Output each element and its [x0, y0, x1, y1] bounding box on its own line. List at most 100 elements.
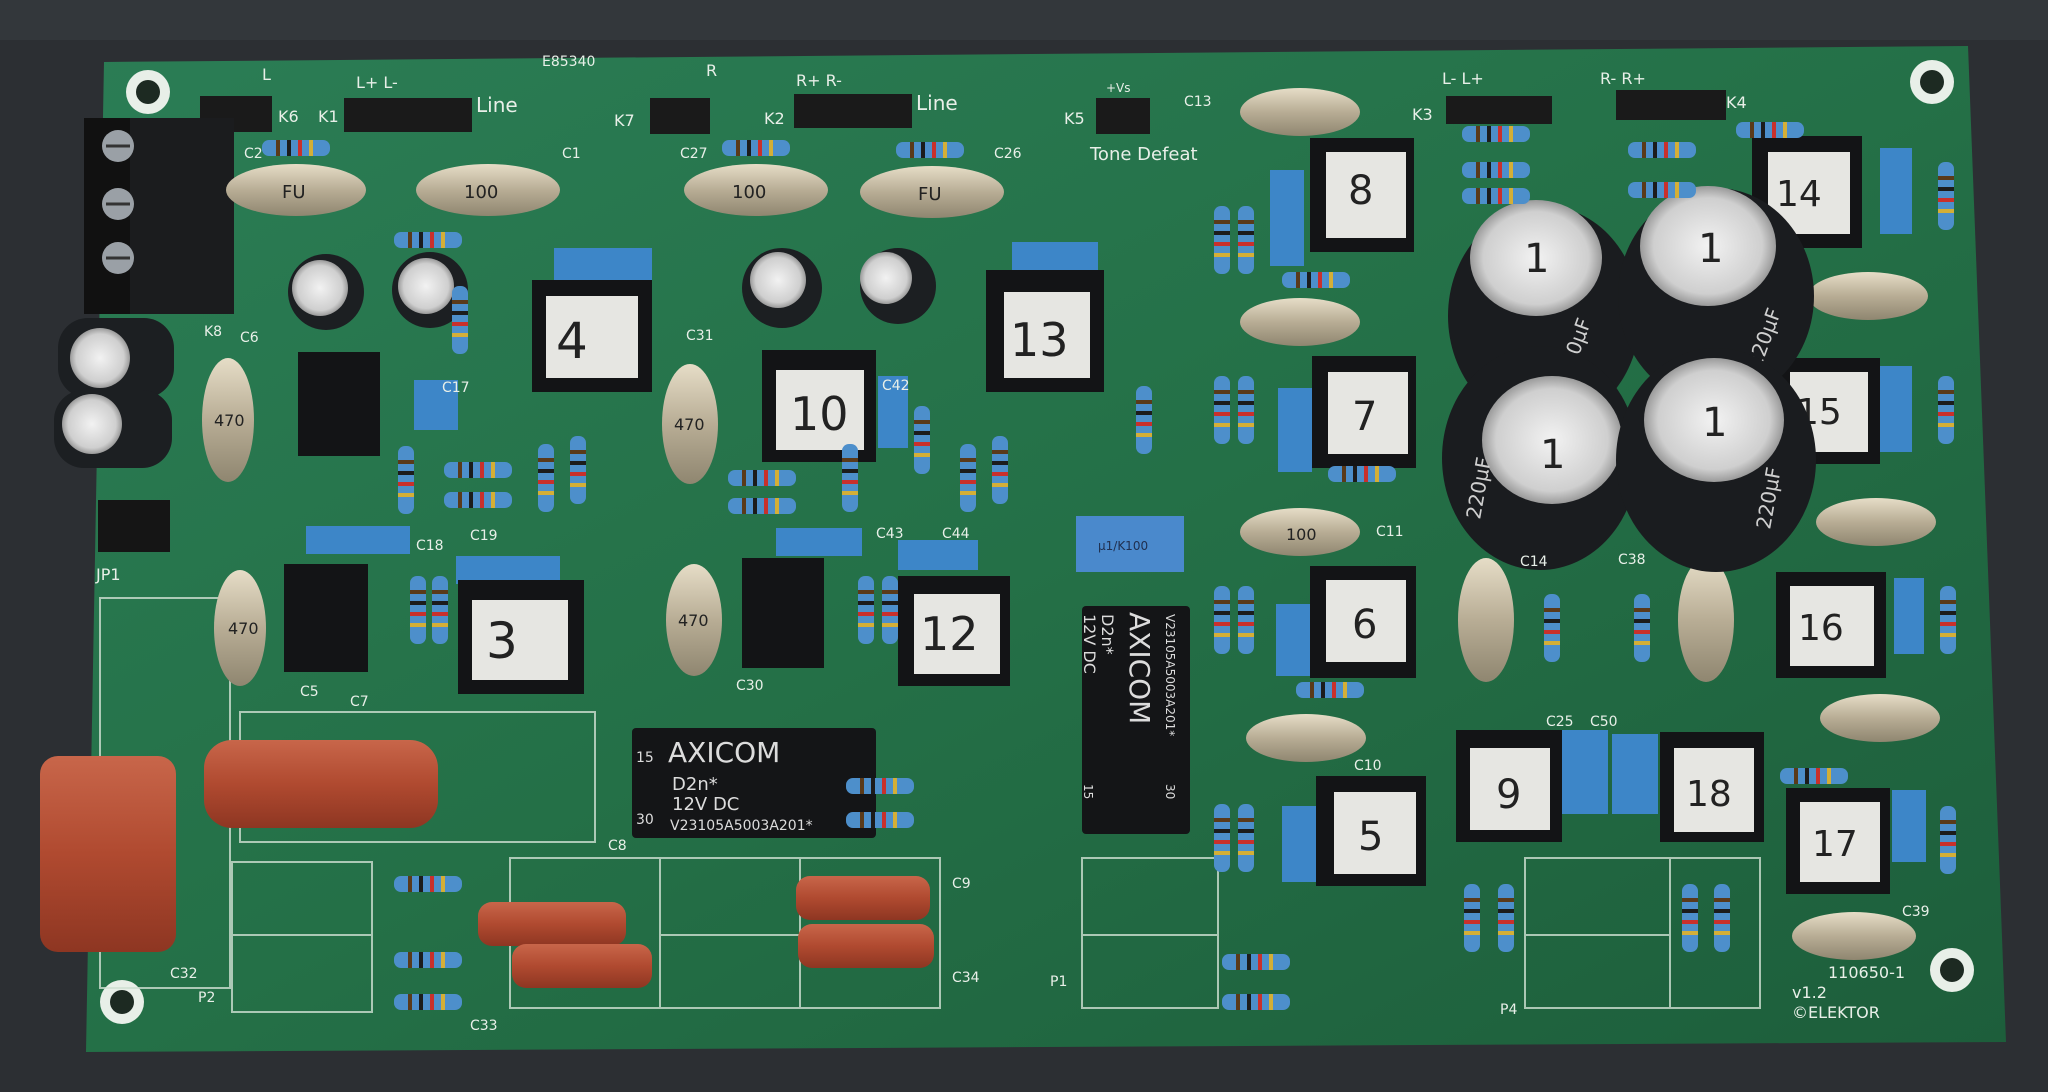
- resistor-band: [298, 140, 302, 156]
- connector-k4[interactable]: K4 R- R+: [1600, 69, 1747, 120]
- connector-k5[interactable]: K5 +Vs Tone Defeat: [1064, 81, 1198, 165]
- svg-text:C38: C38: [1618, 552, 1646, 568]
- resistor: [432, 576, 448, 644]
- resistor-band: [1805, 768, 1809, 784]
- film-capacitor: [1240, 88, 1360, 136]
- resistor-band: [491, 492, 495, 508]
- ic-chip: 6: [1310, 566, 1416, 678]
- resistor-band: [1498, 162, 1502, 178]
- svg-text:R+ R-: R+ R-: [796, 71, 842, 90]
- film-capacitor: [1792, 912, 1916, 960]
- resistor-band: [1136, 400, 1152, 404]
- svg-text:14: 14: [1776, 174, 1822, 215]
- resistor: [1498, 884, 1514, 952]
- resistor: [444, 492, 512, 508]
- film-capacitor: 470: [214, 570, 266, 686]
- film-capacitor: 470: [202, 358, 254, 482]
- svg-text:470: 470: [678, 611, 709, 630]
- resistor-band: [1476, 126, 1480, 142]
- resistor-band: [1318, 272, 1322, 288]
- svg-text:K8: K8: [204, 324, 222, 340]
- polyester-capacitor: [512, 944, 652, 988]
- resistor-band: [408, 952, 412, 968]
- resistor-band: [910, 142, 914, 158]
- resistor-band: [1353, 466, 1357, 482]
- resistor: [960, 444, 976, 512]
- svg-text:R- R+: R- R+: [1600, 69, 1646, 88]
- resistor-band: [1269, 994, 1273, 1010]
- resistor-band: [1940, 600, 1956, 604]
- resistor-band: [1940, 842, 1956, 846]
- resistor-band: [871, 778, 875, 794]
- svg-text:C19: C19: [470, 528, 498, 544]
- resistor-band: [419, 952, 423, 968]
- resistor-band: [842, 469, 858, 473]
- resistor-band: [914, 420, 930, 424]
- connector-k2[interactable]: K2 R+ R- Line: [764, 71, 958, 128]
- resistor-band: [1476, 188, 1480, 204]
- connector-k3[interactable]: K3 L- L+: [1412, 69, 1552, 124]
- electrolytic-capacitor-large: 1 220μF: [1618, 186, 1814, 404]
- resistor-band: [432, 612, 448, 616]
- resistor-band: [1464, 898, 1480, 902]
- resistor-band: [1214, 829, 1230, 833]
- resistor-band: [1938, 412, 1954, 416]
- resistor-band: [1938, 209, 1954, 213]
- svg-text:1: 1: [1540, 432, 1565, 478]
- resistor: [728, 470, 796, 486]
- resistor-band: [1214, 390, 1230, 394]
- resistor-band: [1269, 954, 1273, 970]
- resistor-band: [570, 472, 586, 476]
- ic-chip: [298, 352, 380, 456]
- resistor-band: [1238, 633, 1254, 637]
- svg-text:3: 3: [486, 612, 518, 670]
- resistor: [1238, 206, 1254, 274]
- resistor-band: [914, 431, 930, 435]
- connector-k1[interactable]: K1 L+ L- Line: [318, 73, 518, 132]
- resistor: [394, 876, 462, 892]
- resistor: [394, 952, 462, 968]
- resistor-band: [842, 480, 858, 484]
- resistor-band: [775, 498, 779, 514]
- svg-text:Line: Line: [916, 91, 958, 115]
- resistor-band: [1136, 433, 1152, 437]
- resistor-band: [882, 778, 886, 794]
- resistor-band: [1238, 600, 1254, 604]
- svg-text:10: 10: [790, 387, 849, 441]
- resistor-band: [1714, 920, 1730, 924]
- resistor-band: [1136, 422, 1152, 426]
- resistor-band: [1498, 188, 1502, 204]
- electrolytic-capacitor-large: 1 220μF: [1442, 346, 1638, 570]
- jumper-jp1[interactable]: [98, 500, 170, 552]
- film-capacitor: FU: [860, 166, 1004, 218]
- resistor: [722, 140, 790, 156]
- svg-text:18: 18: [1686, 774, 1732, 815]
- resistor-band: [1464, 920, 1480, 924]
- terminal-block-k8[interactable]: K8: [84, 118, 234, 340]
- svg-text:K4: K4: [1726, 93, 1747, 112]
- electrolytic-capacitor: [54, 390, 172, 468]
- svg-text:100: 100: [732, 182, 766, 203]
- svg-text:C32: C32: [170, 966, 198, 982]
- resistor-band: [432, 590, 448, 594]
- ic-chip: 7: [1312, 356, 1416, 468]
- resistor-band: [1214, 423, 1230, 427]
- film-capacitor: FU: [226, 164, 366, 216]
- resistor-band: [1214, 622, 1230, 626]
- svg-text:K1: K1: [318, 107, 339, 126]
- resistor: [1780, 768, 1848, 784]
- resistor-band: [398, 471, 414, 475]
- resistor-band: [1634, 619, 1650, 623]
- resistor: [570, 436, 586, 504]
- resistor-band: [1238, 622, 1254, 626]
- resistor: [1136, 386, 1152, 454]
- svg-text:P2: P2: [198, 990, 215, 1006]
- resistor-band: [882, 601, 898, 605]
- ic-chip: 8: [1310, 138, 1414, 252]
- resistor-band: [1214, 840, 1230, 844]
- resistor-band: [410, 623, 426, 627]
- connector-k7[interactable]: K7 R: [614, 61, 717, 134]
- relay: AXICOM D2n* 12V DC V23105A5003A201* 30 1…: [1080, 606, 1190, 834]
- resistor-band: [452, 333, 468, 337]
- resistor-band: [1214, 401, 1230, 405]
